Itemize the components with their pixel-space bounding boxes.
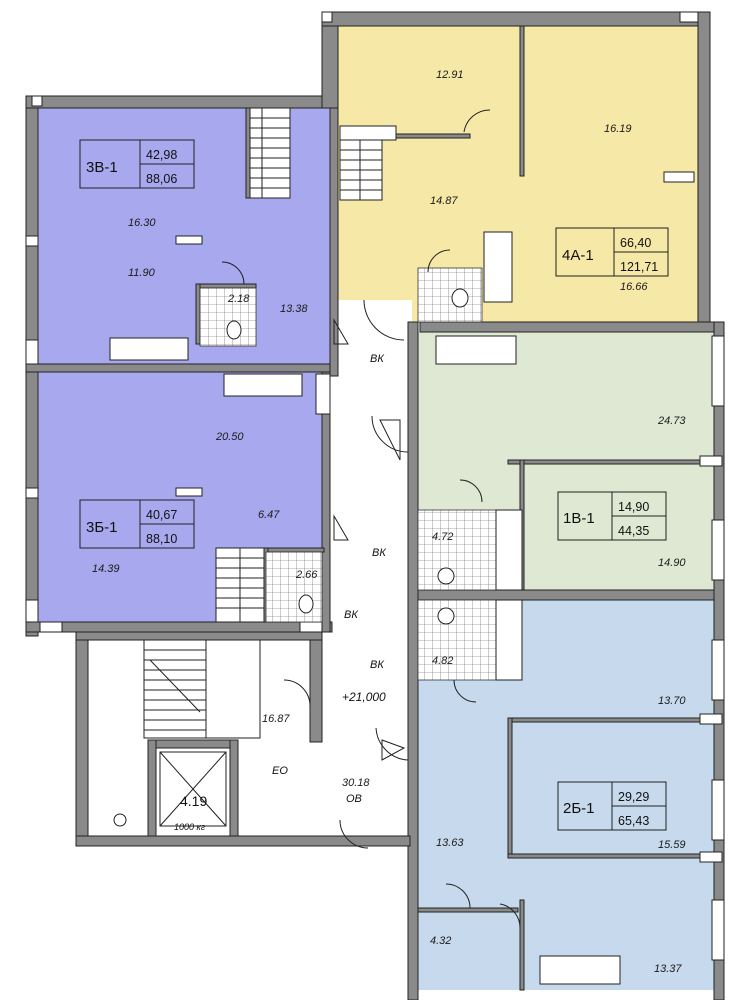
- total-area: 88,06: [146, 172, 177, 186]
- room-area: 6.47: [258, 509, 280, 521]
- vk-label: ВК: [370, 353, 384, 365]
- room-area: 13.37: [654, 963, 682, 975]
- room-area: 4.32: [430, 935, 451, 947]
- room-area: 16.30: [128, 217, 156, 229]
- apartment-code: 4А-1: [562, 247, 594, 264]
- elevation-mark: +21,000: [342, 690, 386, 704]
- living-area: 66,40: [620, 236, 651, 250]
- room-area: 16.19: [604, 123, 632, 135]
- total-area: 88,10: [146, 532, 177, 546]
- apartment-3v-label: 3В-1 42,98 88,06: [79, 139, 195, 189]
- total-area: 44,35: [618, 524, 649, 538]
- windows: [25, 11, 725, 961]
- room-area: 16.87: [262, 713, 290, 725]
- service-labels: ВК ВК ВК ВК ЕО ОВ +21,000 1000 кг: [174, 353, 398, 832]
- vk-label: ВК: [372, 547, 386, 559]
- apartment-4a-fill[interactable]: [338, 26, 698, 322]
- room-area: 20.50: [215, 431, 244, 443]
- room-areas: 16.30 11.90 13.38 2.18 20.50 6.47 14.39 …: [92, 69, 686, 975]
- apartment-code: 1В-1: [563, 510, 595, 527]
- room-area: 15.59: [658, 839, 686, 851]
- room-area: 14.90: [658, 557, 686, 569]
- room-area: 4.82: [432, 655, 453, 667]
- room-area: 13.38: [280, 303, 308, 315]
- total-area: 121,71: [620, 260, 658, 274]
- apartment-code: 3Б-1: [86, 519, 118, 536]
- apartment-2b-label: 2Б-1 29,29 65,43: [557, 781, 667, 831]
- living-area: 42,98: [146, 148, 177, 162]
- room-area: 11.90: [128, 267, 156, 279]
- living-area: 40,67: [146, 508, 177, 522]
- room-area: 13.63: [436, 837, 464, 849]
- room-area: 16.66: [620, 281, 648, 293]
- room-area: 2.18: [227, 293, 250, 305]
- eo-label: ЕО: [272, 765, 288, 777]
- doors: [221, 109, 521, 929]
- room-area: 12.91: [436, 69, 464, 81]
- room-area: 2.66: [295, 569, 318, 581]
- lift-capacity: 1000 кг: [174, 822, 206, 832]
- room-area: 4.19: [180, 793, 207, 809]
- bathrooms: [109, 231, 621, 985]
- apartment-1v-label: 1В-1 14,90 44,35: [557, 491, 667, 541]
- vk-label: ВК: [370, 659, 384, 671]
- ov-label: ОВ: [346, 793, 362, 805]
- room-area: 24.73: [657, 415, 686, 427]
- apartment-3b-label: 3Б-1 40,67 88,10: [79, 499, 195, 549]
- room-area: 13.70: [658, 695, 686, 707]
- total-area: 65,43: [618, 814, 649, 828]
- walls: [25, 11, 725, 1000]
- room-area: 14.39: [92, 563, 120, 575]
- living-area: 14,90: [618, 500, 649, 514]
- vk-label: ВК: [344, 609, 358, 621]
- apartment-code: 3В-1: [86, 159, 118, 176]
- stairs: [143, 107, 383, 739]
- apartment-2b-fill[interactable]: [418, 600, 714, 990]
- room-area: 4.72: [432, 531, 453, 543]
- room-area: 14.87: [430, 195, 458, 207]
- room-area: 30.18: [342, 777, 370, 789]
- living-area: 29,29: [618, 790, 649, 804]
- apartment-4a-label: 4А-1 66,40 121,71: [555, 227, 669, 277]
- apartment-code: 2Б-1: [563, 800, 595, 817]
- lift: [113, 751, 227, 827]
